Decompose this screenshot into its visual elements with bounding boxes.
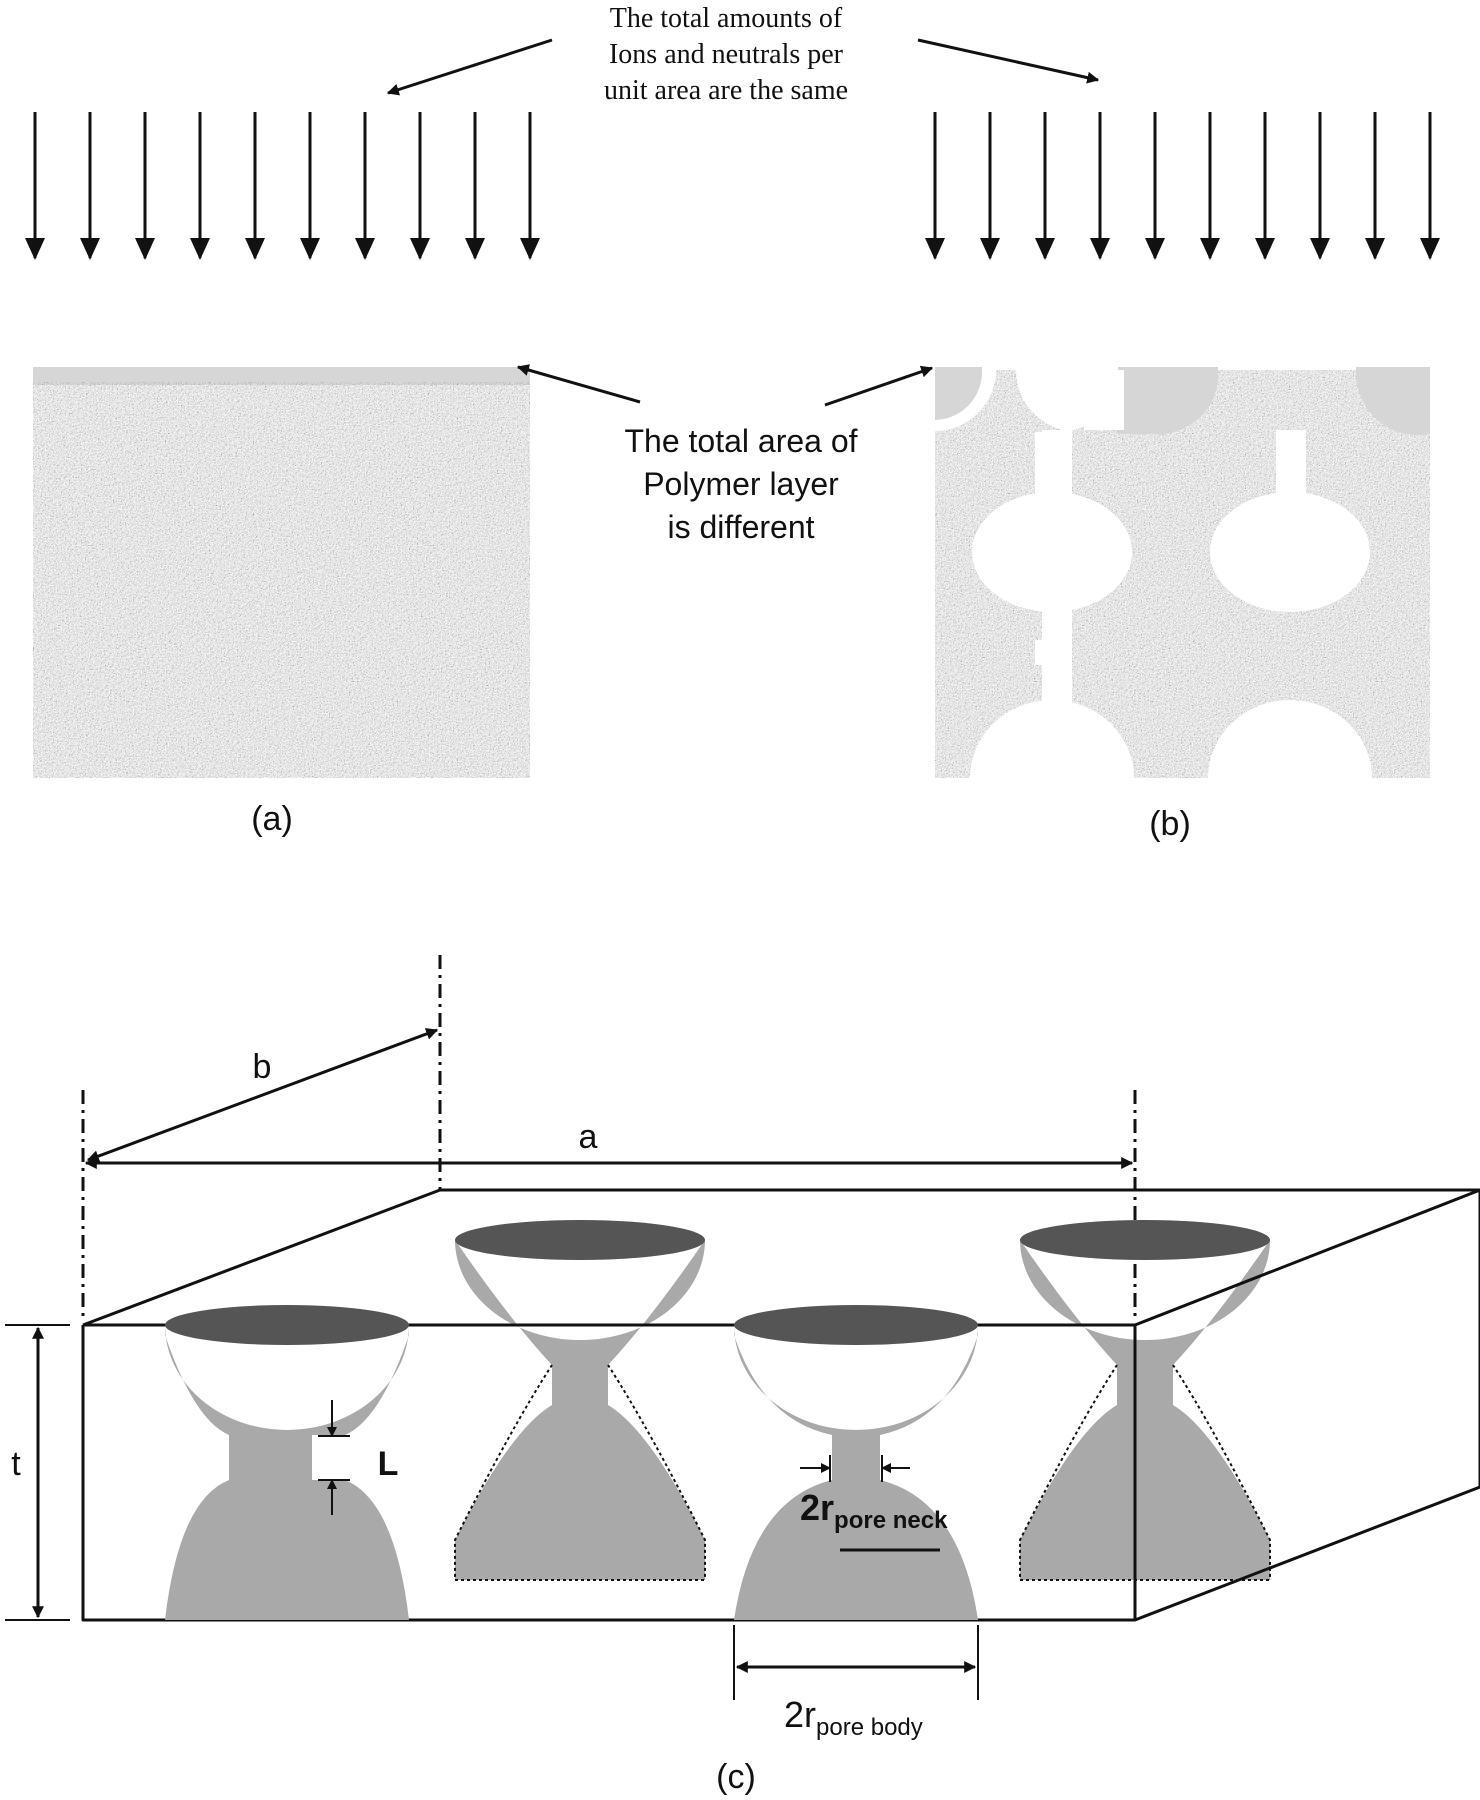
polymer-area-note-line2: Polymer layer: [643, 466, 839, 502]
flux-arrow-head: [1365, 238, 1385, 260]
flux-arrow-head: [355, 238, 375, 260]
dense-film-panel: [33, 367, 530, 778]
panel-label-b: (b): [1149, 805, 1191, 843]
pore-front-left: [165, 1305, 409, 1620]
flux-arrow-head: [1310, 238, 1330, 260]
flux-arrow-head: [300, 238, 320, 260]
pore-model-block: a b t L 2rpore neck 2rpore body: [5, 955, 1480, 1741]
dimension-b-arrow: [86, 1028, 439, 1162]
dimension-t-label: t: [11, 1445, 21, 1483]
flux-arrow-head: [520, 238, 540, 260]
ions-neutrals-note-line3: unit area are the same: [604, 75, 848, 106]
flux-arrow-head: [135, 238, 155, 260]
flux-arrow-head: [80, 238, 100, 260]
flux-arrow-head: [1200, 238, 1220, 260]
pore-back-left: [454, 1220, 706, 1581]
flux-arrow-head: [980, 238, 1000, 260]
polymer-area-note-line3: is different: [667, 509, 814, 545]
flux-arrow-head: [1035, 238, 1055, 260]
flux-arrow-head: [190, 238, 210, 260]
pore-back-right: [1019, 1220, 1271, 1581]
pore-body-label: 2rpore body: [784, 1694, 923, 1741]
ions-neutrals-note-line1: The total amounts of: [610, 3, 843, 34]
panel-label-a: (a): [251, 800, 293, 838]
flux-arrow-head: [1255, 238, 1275, 260]
flux-arrow-head: [1420, 238, 1440, 260]
flux-arrow-head: [1090, 238, 1110, 260]
flux-arrows-left: [25, 112, 540, 260]
flux-arrow-head: [410, 238, 430, 260]
flux-arrow-head: [245, 238, 265, 260]
dimension-L-label: L: [378, 1445, 399, 1483]
flux-arrow-head: [925, 238, 945, 260]
note-pointer-right: [917, 38, 1100, 84]
note-pointer-left: [386, 38, 553, 96]
flux-arrows-right: [925, 112, 1440, 260]
porous-film-panel: [935, 367, 1430, 778]
dimension-a-label: a: [579, 1118, 598, 1156]
flux-arrow-head: [25, 238, 45, 260]
ions-neutrals-note-line2: Ions and neutrals per: [609, 39, 844, 70]
panel-label-c: (c): [716, 1758, 756, 1796]
flux-arrow-head: [465, 238, 485, 260]
dimension-b-label: b: [253, 1048, 272, 1086]
flux-arrow-head: [1145, 238, 1165, 260]
area-pointer-left: [516, 364, 641, 404]
pore-front-right: [734, 1305, 978, 1620]
area-pointer-right: [824, 365, 934, 407]
pore-neck-label: 2rpore neck: [800, 1487, 948, 1534]
polymer-area-note-line1: The total area of: [624, 423, 857, 459]
